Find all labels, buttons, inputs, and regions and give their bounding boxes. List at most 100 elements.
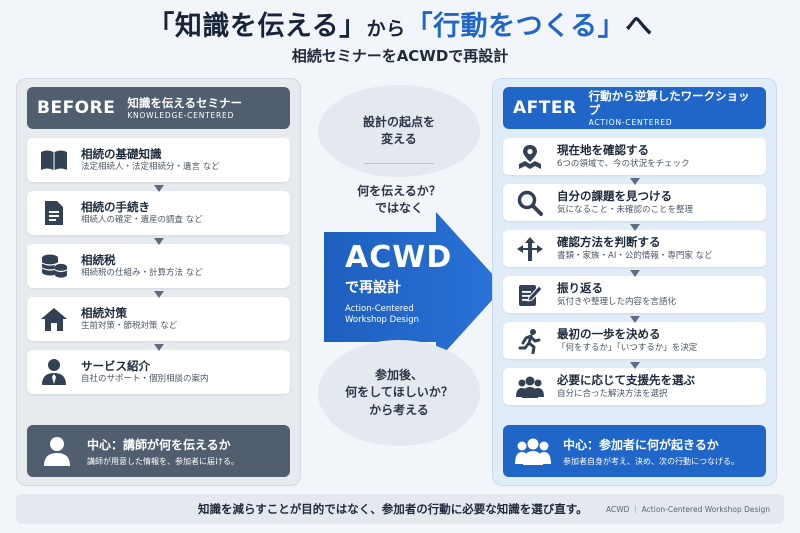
after-step-current-position: 現在地を確認する 6つの領域で、今の状況をチェック <box>503 138 766 185</box>
before-step-title: 相続税 <box>81 252 116 267</box>
before-step-title: 相続対策 <box>81 305 127 320</box>
title-part-knowledge: 知識を伝える <box>174 11 340 42</box>
after-step-reflect: 振り返る 気付きや整理した内容を言語化 <box>503 276 766 323</box>
magnifier-icon <box>515 188 545 218</box>
bubble-text: 何を伝えるか？ <box>357 183 441 198</box>
title-quote-open-1: 「 <box>147 11 175 42</box>
after-step-desc: 気付きや整理した内容を言語化 <box>557 296 677 307</box>
down-arrow-icon <box>629 178 640 185</box>
after-step-title: 振り返る <box>557 281 603 295</box>
acwd-title: ACWD <box>345 240 453 275</box>
down-arrow-icon <box>153 185 164 192</box>
page-title: 「知識を伝える」から「行動をつくる」へ <box>0 4 800 43</box>
after-tag: AFTER <box>513 98 577 118</box>
before-step-desc: 法定相続人・法定相続分・遺言 など <box>81 162 220 173</box>
bubble-what-to-convey: 何を伝えるか？ ではなく <box>318 160 480 240</box>
directions-icon <box>515 234 545 264</box>
after-step-first-step: 最初の一歩を決める 「何をするか」「いつするか」を決定 <box>503 322 766 369</box>
bubble-text: から考える <box>369 402 429 417</box>
before-step-title: 相続の手続き <box>81 199 150 214</box>
acwd-english-line: Workshop Design <box>345 315 419 326</box>
after-focus-title: 中心：参加者に何が起きるか <box>563 437 719 452</box>
title-connector: から <box>366 18 406 40</box>
notepad-pen-icon <box>515 280 545 310</box>
before-step-basics: 相続の基礎知識 法定相続人・法定相続分・遺言 など <box>27 138 290 192</box>
before-step-desc: 相続税の仕組み・計算方法 など <box>81 268 203 279</box>
after-step-find-issues: 自分の課題を見つける 気になること・未確認のことを整理 <box>503 184 766 231</box>
before-step-title: 相続の基礎知識 <box>81 146 162 161</box>
document-icon <box>39 198 69 228</box>
before-heading-en: KNOWLEDGE-CENTERED <box>127 110 235 120</box>
after-step-desc: 6つの領域で、今の状況をチェック <box>557 158 690 169</box>
bubble-text: ではなく <box>374 201 423 215</box>
before-focus-desc: 講師が用意した情報を、参加者に届ける。 <box>87 456 239 466</box>
footer-message: 知識を減らすことが目的ではなく、参加者の行動に必要な知識を選び直す。 <box>198 502 588 516</box>
after-step-title: 現在地を確認する <box>557 143 649 157</box>
bubble-design-origin: 設計の起点を 変える <box>318 85 480 177</box>
bubble-text: 参加後、 <box>374 367 423 382</box>
after-step-title: 最初の一歩を決める <box>557 327 661 341</box>
after-step-choose-support: 必要に応じて支援先を選ぶ 自分に合った解決方法を選択 <box>503 368 766 405</box>
after-step-judge-method: 確認方法を判断する 書類・家族・AI・公的情報・専門家 など <box>503 230 766 277</box>
before-step-planning: 相続対策 生前対策・節税対策 など <box>27 297 290 351</box>
after-step-title: 必要に応じて支援先を選ぶ <box>557 373 695 387</box>
down-arrow-icon <box>153 291 164 298</box>
page-subtitle: 相続セミナーをACWDで再設計 <box>291 47 509 65</box>
divider <box>364 163 434 164</box>
person-icon <box>39 433 75 469</box>
person-tie-icon <box>39 357 69 387</box>
bubble-text: 何をしてほしいか？ <box>345 385 453 400</box>
before-step-desc: 相続人の確定・遺産の調査 など <box>81 215 203 226</box>
before-header: BEFORE 知識を伝えるセミナー KNOWLEDGE-CENTERED <box>27 87 290 129</box>
running-person-icon <box>515 326 545 356</box>
before-step-services: サービス紹介 自社のサポート・個別相談の案内 <box>27 350 290 394</box>
title-end: へ <box>625 11 653 42</box>
before-step-title: サービス紹介 <box>81 358 150 373</box>
down-arrow-icon <box>153 344 164 351</box>
book-icon <box>39 145 69 175</box>
people-group-icon <box>515 433 551 469</box>
before-focus-title: 中心：講師が何を伝えるか <box>87 437 231 452</box>
after-step-desc: 書類・家族・AI・公的情報・専門家 など <box>557 250 713 261</box>
after-step-title: 確認方法を判断する <box>557 235 661 249</box>
acwd-english-line: Action-Centered <box>345 304 414 314</box>
title-quote-close-1: 」 <box>339 11 367 42</box>
before-step-procedures: 相続の手続き 相続人の確定・遺産の調査 など <box>27 191 290 245</box>
map-pin-icon <box>515 142 545 172</box>
footer-credit: ACWD ｜ Action-Centered Workshop Design <box>605 504 770 514</box>
footer-bar: 知識を減らすことが目的ではなく、参加者の行動に必要な知識を選び直す。 ACWD … <box>16 494 784 524</box>
before-heading: 知識を伝えるセミナー <box>127 96 242 111</box>
title-quote-open-2: 「 <box>405 11 434 42</box>
after-header: AFTER 行動から逆算したワークショップ ACTION-CENTERED <box>503 87 766 129</box>
acwd-subtitle: で再設計 <box>345 280 401 296</box>
after-heading: 行動から逆算したワークショップ <box>588 88 750 118</box>
group-icon <box>515 372 545 402</box>
down-arrow-icon <box>629 316 640 323</box>
after-step-desc: 自分に合った解決方法を選択 <box>557 388 668 399</box>
down-arrow-icon <box>153 238 164 245</box>
before-step-desc: 自社のサポート・個別相談の案内 <box>81 374 209 385</box>
bubble-text: 変える <box>381 132 417 146</box>
bubble-after-participation: 参加後、 何をしてほしいか？ から考える <box>318 340 480 446</box>
after-heading-en: ACTION-CENTERED <box>588 117 673 127</box>
title-quote-close-2: 」 <box>597 11 626 42</box>
after-panel: AFTER 行動から逆算したワークショップ ACTION-CENTERED 現在… <box>492 78 777 486</box>
acwd-arrow-shape <box>324 212 504 362</box>
acwd-arrow-label: ACWD で再設計 Action-Centered Workshop Desig… <box>345 243 452 327</box>
title-part-action: 行動をつくる <box>433 11 598 42</box>
down-arrow-icon <box>629 224 640 231</box>
down-arrow-icon <box>629 270 640 277</box>
after-step-title: 自分の課題を見つける <box>557 189 672 203</box>
after-focus-desc: 参加者自身が考え、決め、次の行動につなげる。 <box>563 456 739 466</box>
down-arrow-icon <box>629 362 640 369</box>
house-icon <box>39 304 69 334</box>
before-step-desc: 生前対策・節税対策 など <box>81 321 178 332</box>
before-step-tax: 相続税 相続税の仕組み・計算方法 など <box>27 244 290 298</box>
after-step-desc: 気になること・未確認のことを整理 <box>557 204 694 215</box>
after-focus-banner: 中心：参加者に何が起きるか 参加者自身が考え、決め、次の行動につなげる。 <box>503 425 766 477</box>
bubble-text: 設計の起点を <box>362 114 435 129</box>
before-focus-banner: 中心：講師が何を伝えるか 講師が用意した情報を、参加者に届ける。 <box>27 425 290 477</box>
before-tag: BEFORE <box>37 98 116 118</box>
before-panel: BEFORE 知識を伝えるセミナー KNOWLEDGE-CENTERED 相続の… <box>16 78 301 486</box>
after-step-desc: 「何をするか」「いつするか」を決定 <box>557 342 698 353</box>
